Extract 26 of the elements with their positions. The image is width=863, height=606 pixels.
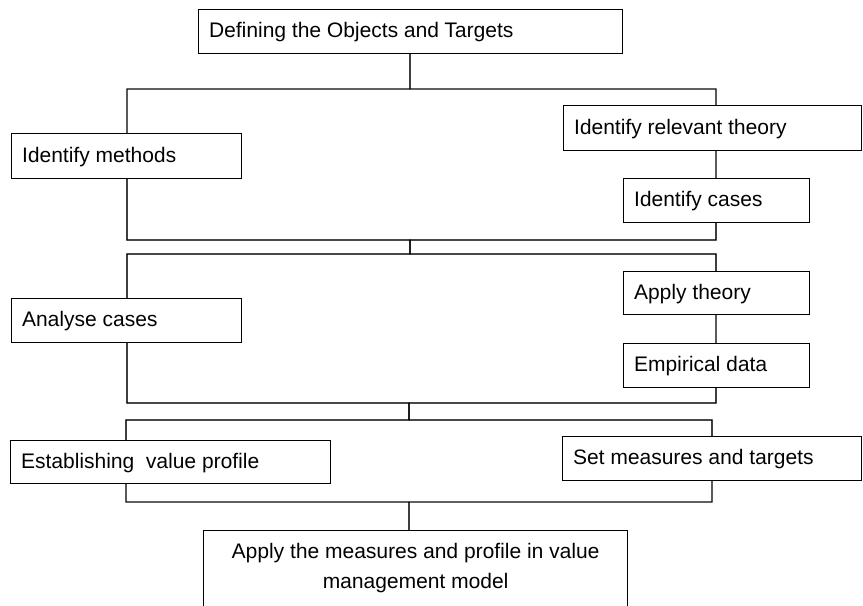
box-label: Set measures and targets <box>573 445 814 472</box>
process-box <box>11 298 242 343</box>
box-label: Apply the measures and profile in value management model <box>230 539 600 596</box>
box-label: Defining the Objects and Targets <box>209 18 514 44</box>
process-box <box>11 133 242 179</box>
box-label: Analyse cases <box>22 307 158 334</box>
process-box <box>623 343 810 388</box>
process-box <box>10 440 331 484</box>
process-box <box>198 9 623 54</box>
process-box <box>562 436 862 481</box>
connector-line <box>715 151 717 178</box>
box-label: Apply theory <box>634 280 751 306</box>
box-label: Establishing value profile <box>21 448 260 475</box>
box-label: Identify cases <box>634 187 762 214</box>
connector-line <box>409 223 717 271</box>
box-label: Empirical data <box>634 352 768 378</box>
process-box <box>203 530 628 606</box>
box-label: Identify relevant theory <box>574 114 786 141</box>
connector-line <box>408 481 713 530</box>
process-box <box>623 271 810 315</box>
connector-line <box>408 388 717 436</box>
connector-line <box>715 315 717 343</box>
connector-line <box>409 54 717 105</box>
box-label: Identify methods <box>22 142 176 169</box>
process-box <box>563 105 862 151</box>
process-box <box>623 178 810 223</box>
